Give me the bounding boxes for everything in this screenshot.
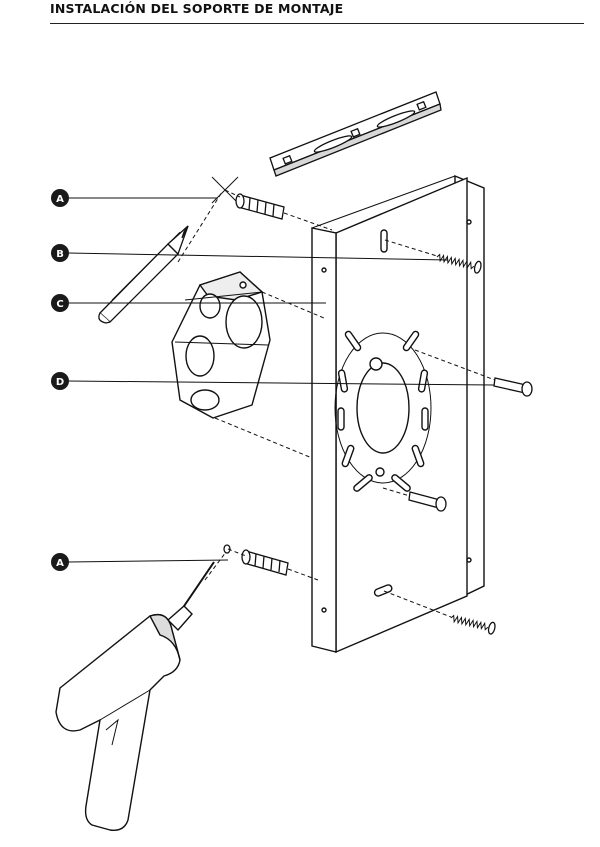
callout-d: D	[51, 372, 69, 390]
callout-c: C	[51, 294, 69, 312]
svg-text:A: A	[56, 194, 64, 205]
alignment-guides	[177, 189, 496, 618]
page-title: INSTALACIÓN DEL SOPORTE DE MONTAJE	[50, 1, 344, 16]
machine-screw-icon	[408, 491, 447, 512]
callout-leaders	[67, 197, 495, 563]
wall-anchor-icon	[235, 193, 285, 220]
wood-screw-icon	[435, 253, 482, 274]
pencil-icon	[98, 225, 189, 324]
machine-screw-icon	[493, 377, 533, 397]
spirit-level-icon	[269, 91, 442, 177]
svg-text:A: A	[56, 558, 64, 569]
svg-text:D: D	[56, 377, 64, 388]
wood-screw-icon	[449, 614, 496, 635]
callout-a-bottom: A	[51, 553, 69, 571]
wall-anchor-icon	[223, 544, 289, 576]
mounting-plate-icon	[311, 174, 485, 654]
callout-b: B	[51, 244, 69, 262]
power-drill-icon	[55, 561, 215, 831]
svg-text:B: B	[56, 249, 64, 260]
callout-a-top: A	[51, 189, 69, 207]
octagonal-junction-box-icon	[171, 271, 271, 419]
title-divider	[50, 23, 584, 24]
svg-text:C: C	[56, 299, 63, 310]
